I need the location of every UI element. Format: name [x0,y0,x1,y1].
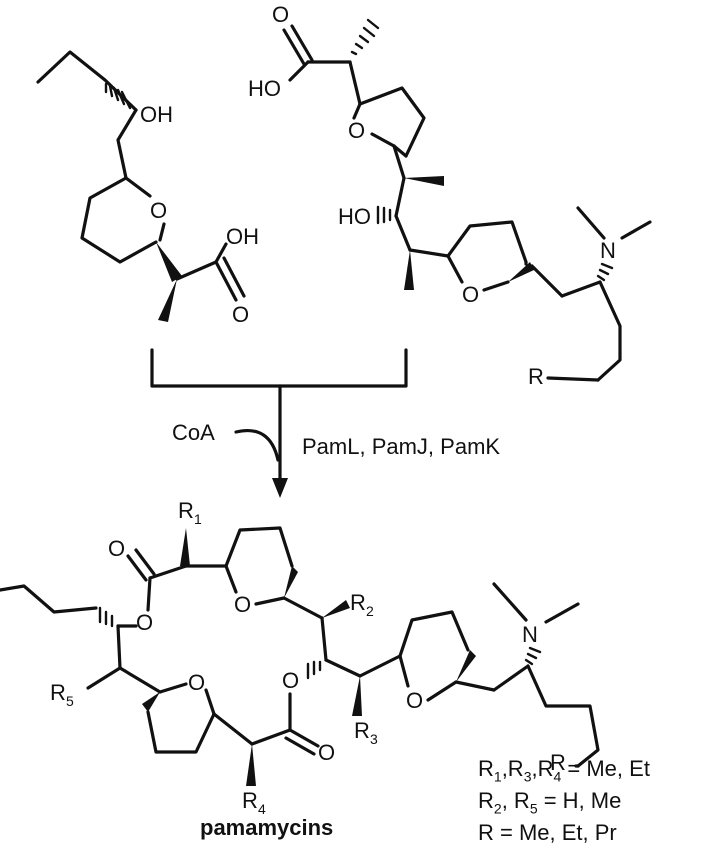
wedge-bond [404,176,444,186]
precursor-left-structure: OH O OH O [36,50,259,327]
carbonyl-oxygen-label: O [272,2,289,27]
wedge-bond [456,650,476,682]
r1-subscript: 1 [194,511,202,527]
legend-line-2: R2, R5 = H, Me [478,788,622,817]
hashed-bond [98,606,114,628]
wedge-bond [180,528,190,566]
reagent-label: CoA [172,420,215,445]
r-group-label: R [350,590,366,615]
hashed-bond [524,646,542,666]
ring-oxygen-label: O [462,282,479,307]
product-name-label: pamamycins [200,815,334,840]
hashed-bond [376,205,392,225]
wedge-bond [322,600,350,618]
wedge-bond [158,279,177,322]
legend-line-1: R1,R3,R4 = Me, Et [478,756,650,785]
precursor-right-structure: O HO O HO [248,2,652,389]
amine-nitrogen-label: N [522,622,538,647]
wedge-bond [508,262,534,282]
wedge-bond [142,692,160,712]
legend-line-3: R = Me, Et, Pr [478,820,617,845]
hashed-bond [596,262,614,282]
r3-subscript: 3 [370,731,378,747]
ring-oxygen-label: O [348,118,365,143]
wedge-bond [156,242,182,282]
ring-oxygen-label: O [150,198,167,223]
ester-oxygen-label: O [136,610,153,635]
ring-oxygen-label: O [406,688,423,713]
reaction-bracket [150,348,408,498]
carbonyl-oxygen-label: O [318,740,335,765]
r4-subscript: 4 [258,801,266,817]
r2-subscript: 2 [366,603,374,619]
hashed-bond [306,660,322,680]
acid-hydroxyl-label: OH [226,224,259,249]
r-group-label: R [178,498,194,523]
coa-curved-arrow [234,429,280,462]
r-group-label: R [528,364,544,389]
r-group-label: R [50,680,66,705]
hydroxyl-label: HO [338,204,371,229]
wedge-bond [352,676,362,716]
hydroxyl-label: OH [140,102,173,127]
hashed-bond [104,82,132,110]
hashed-bond [350,18,380,56]
ring-oxygen-label: O [234,592,251,617]
product-structure: R 1 O O O R 2 O O [0,498,600,817]
r-group-label: R [354,718,370,743]
r-group-label: R [550,750,566,775]
reaction-arrowhead [272,478,288,498]
wedge-bond [246,744,256,786]
r-group-label: R [242,788,258,813]
wedge-bond [404,250,414,290]
carbonyl-oxygen-label: O [108,536,125,561]
ring-oxygen-label: O [188,670,205,695]
r5-subscript: 5 [66,693,74,709]
acid-hydroxyl-label: HO [248,76,281,101]
carbonyl-oxygen-label: O [232,302,249,327]
ester-oxygen-label: O [282,668,299,693]
wedge-bond [284,566,298,598]
amine-nitrogen-label: N [600,238,616,263]
enzymes-label: PamL, PamJ, PamK [302,434,500,459]
